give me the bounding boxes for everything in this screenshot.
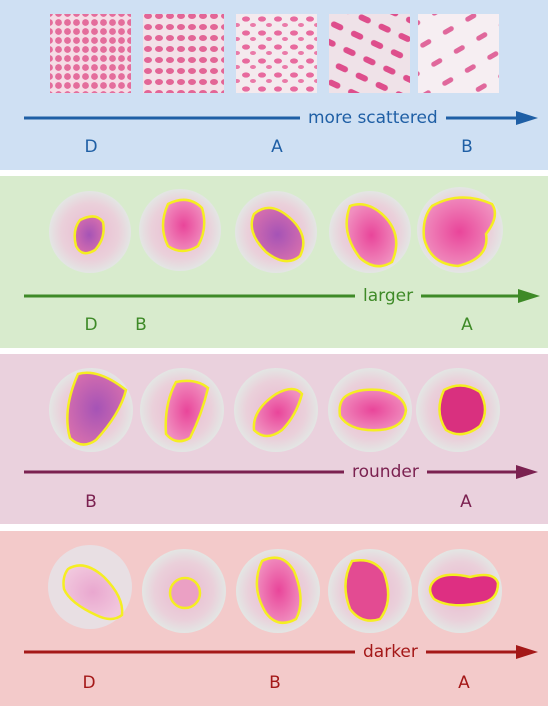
sample-tag-a: A xyxy=(458,673,470,693)
sample-thumbnail-1 xyxy=(50,14,131,93)
cell-2 xyxy=(142,549,226,633)
rounder-cells xyxy=(24,368,538,479)
axis-label-darker: darker xyxy=(355,642,426,662)
panel-larger: larger D B A xyxy=(0,176,548,348)
darker-cells xyxy=(24,545,538,659)
arrowhead-larger xyxy=(518,289,540,303)
cell-1 xyxy=(49,368,133,452)
sample-tag-a: A xyxy=(271,137,283,157)
cell-3 xyxy=(234,368,318,452)
cell-3 xyxy=(236,549,320,633)
sample-thumbnail-3 xyxy=(236,14,317,93)
arrowhead-rounder xyxy=(516,465,538,479)
cell-5 xyxy=(417,187,503,273)
cell-2 xyxy=(140,368,224,452)
cell-1 xyxy=(49,191,131,273)
sample-tag-d: D xyxy=(82,673,96,693)
sample-tag-b: B xyxy=(135,315,147,335)
scatter-thumbnails xyxy=(24,14,538,125)
sample-tag-b: B xyxy=(269,673,281,693)
cell-3 xyxy=(235,191,317,273)
axis-label-rounder: rounder xyxy=(344,462,427,482)
sample-tag-a: A xyxy=(461,315,473,335)
arrowhead-scattered xyxy=(516,111,538,125)
sample-thumbnail-5 xyxy=(418,14,499,93)
cell-2 xyxy=(139,189,221,271)
larger-cells xyxy=(24,187,540,303)
panel-rounder: rounder B A xyxy=(0,354,548,524)
sample-tag-d: D xyxy=(84,315,98,335)
panel-scattered: more scattered D A B xyxy=(0,0,548,170)
axis-label-scattered: more scattered xyxy=(300,108,446,128)
sample-thumbnail-2 xyxy=(143,14,224,93)
cell-4 xyxy=(328,368,412,452)
sample-thumbnail-4 xyxy=(329,14,410,93)
sample-tag-b: B xyxy=(85,492,97,512)
cell-4 xyxy=(329,191,411,273)
cell-5 xyxy=(416,368,500,452)
cell-4 xyxy=(328,549,412,633)
arrowhead-darker xyxy=(516,645,538,659)
panel-darker: darker D B A xyxy=(0,531,548,706)
cell-1 xyxy=(48,545,132,629)
sample-tag-d: D xyxy=(84,137,98,157)
cell-5 xyxy=(418,549,502,633)
sample-tag-a: A xyxy=(460,492,472,512)
sample-tag-b: B xyxy=(461,137,473,157)
axis-label-larger: larger xyxy=(355,286,422,306)
